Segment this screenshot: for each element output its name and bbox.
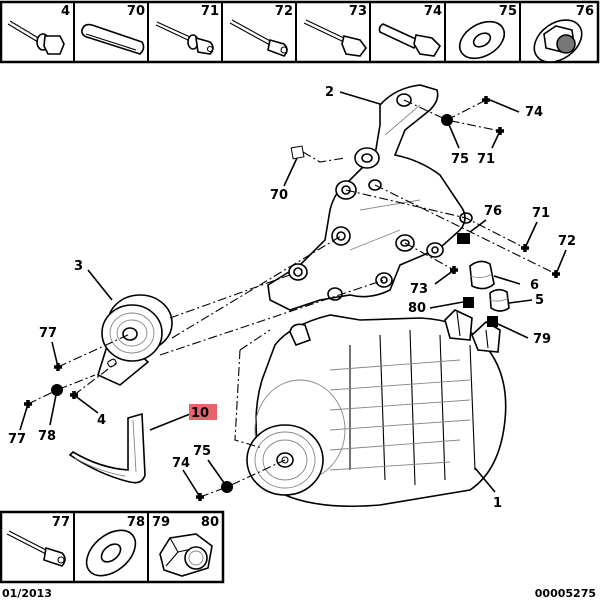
callout-71-right[interactable]: 71 — [532, 206, 550, 221]
callout-78[interactable]: 78 — [38, 429, 56, 444]
callout-77-upper[interactable]: 77 — [39, 326, 57, 341]
bolt-74-top-marker[interactable] — [482, 96, 490, 104]
tensioner-pulley[interactable] — [97, 294, 173, 386]
top-parts-row: 4 70 71 — [0, 0, 600, 71]
part-ref-78: 78 — [127, 515, 145, 530]
socket-cap-screw-icon — [229, 19, 288, 57]
split-washer-icon — [458, 20, 506, 60]
stepped-bolt-icon — [155, 21, 214, 55]
dowel-pin-icon — [81, 23, 145, 55]
callout-73[interactable]: 73 — [410, 282, 428, 297]
callout-74-bottom[interactable]: 74 — [172, 456, 190, 471]
callout-76[interactable]: 76 — [484, 204, 502, 219]
part-cell-78[interactable]: 78 — [78, 515, 145, 585]
part-ref-71: 71 — [201, 4, 219, 19]
part-cell-77[interactable]: 77 — [6, 515, 70, 567]
part-ref-72: 72 — [275, 4, 293, 19]
callout-72[interactable]: 72 — [558, 234, 576, 249]
main-exploded-view: 1 2 3 4 5 6 10 70 71 71 72 73 74 74 75 7… — [8, 84, 576, 511]
callout-74-top[interactable]: 74 — [525, 105, 543, 120]
bottom-parts-row: 77 78 79 80 — [0, 510, 225, 585]
part-ref-76: 76 — [576, 4, 594, 19]
mounting-bracket[interactable] — [267, 84, 473, 311]
part-cell-74[interactable]: 74 — [378, 4, 442, 57]
belt-callout-highlight — [189, 404, 217, 420]
part-ref-74: 74 — [424, 4, 442, 19]
part-ref-77: 77 — [52, 515, 70, 530]
callout-3[interactable]: 3 — [74, 259, 83, 274]
callout-6[interactable]: 6 — [530, 278, 539, 293]
leader-lines — [19, 91, 567, 498]
flanged-hex-bolt-icon — [7, 20, 65, 55]
nut-79-marker[interactable] — [487, 316, 498, 327]
callout-70[interactable]: 70 — [270, 188, 288, 203]
callout-71-top[interactable]: 71 — [477, 152, 495, 167]
footer-diagram-number: 00005275 — [535, 587, 596, 600]
part-cell-75[interactable]: 75 — [453, 4, 517, 66]
nut-80-marker[interactable] — [463, 297, 474, 308]
callout-4[interactable]: 4 — [97, 413, 106, 428]
part-ref-4: 4 — [61, 4, 70, 19]
footer-date: 01/2013 — [2, 587, 52, 600]
alternator[interactable] — [246, 309, 507, 508]
part-cell-4[interactable]: 4 — [7, 4, 70, 55]
callout-labels: 1 2 3 4 5 6 10 70 71 71 72 73 74 74 75 7… — [8, 85, 576, 511]
callout-77-lower[interactable]: 77 — [8, 432, 26, 447]
flange-lock-nut-icon — [533, 19, 583, 63]
callout-1[interactable]: 1 — [493, 496, 502, 511]
part-cell-70[interactable]: 70 — [81, 4, 145, 55]
part-cell-72[interactable]: 72 — [229, 4, 293, 57]
drive-belt[interactable] — [68, 412, 146, 484]
callout-10[interactable]: 10 — [191, 406, 209, 421]
part-ref-70: 70 — [127, 4, 145, 19]
callout-79[interactable]: 79 — [533, 332, 551, 347]
nut-76-marker[interactable] — [457, 233, 470, 244]
hex-bolt-short-icon — [378, 23, 442, 57]
terminal-cap-5[interactable] — [489, 288, 510, 312]
part-cell-79-80[interactable]: 79 80 — [152, 515, 219, 577]
part-cell-71[interactable]: 71 — [155, 4, 219, 55]
callout-5[interactable]: 5 — [535, 293, 544, 308]
part-ref-79: 79 — [152, 515, 170, 530]
socket-cap-screw-icon — [6, 530, 66, 567]
flat-washer-icon — [85, 529, 137, 577]
callout-75-top[interactable]: 75 — [451, 152, 469, 167]
dowel-70-marker[interactable] — [290, 145, 305, 160]
callout-80[interactable]: 80 — [408, 301, 426, 316]
terminal-cap-6[interactable] — [469, 260, 495, 290]
callout-2[interactable]: 2 — [325, 85, 334, 100]
callout-75-bottom[interactable]: 75 — [193, 444, 211, 459]
part-cell-73[interactable]: 73 — [303, 4, 367, 57]
part-ref-80: 80 — [201, 515, 219, 530]
part-ref-73: 73 — [349, 4, 367, 19]
part-cell-76[interactable]: 76 — [526, 4, 594, 71]
hex-bolt-icon — [303, 19, 367, 57]
part-ref-75: 75 — [499, 4, 517, 19]
hex-nut-icon — [159, 533, 213, 577]
